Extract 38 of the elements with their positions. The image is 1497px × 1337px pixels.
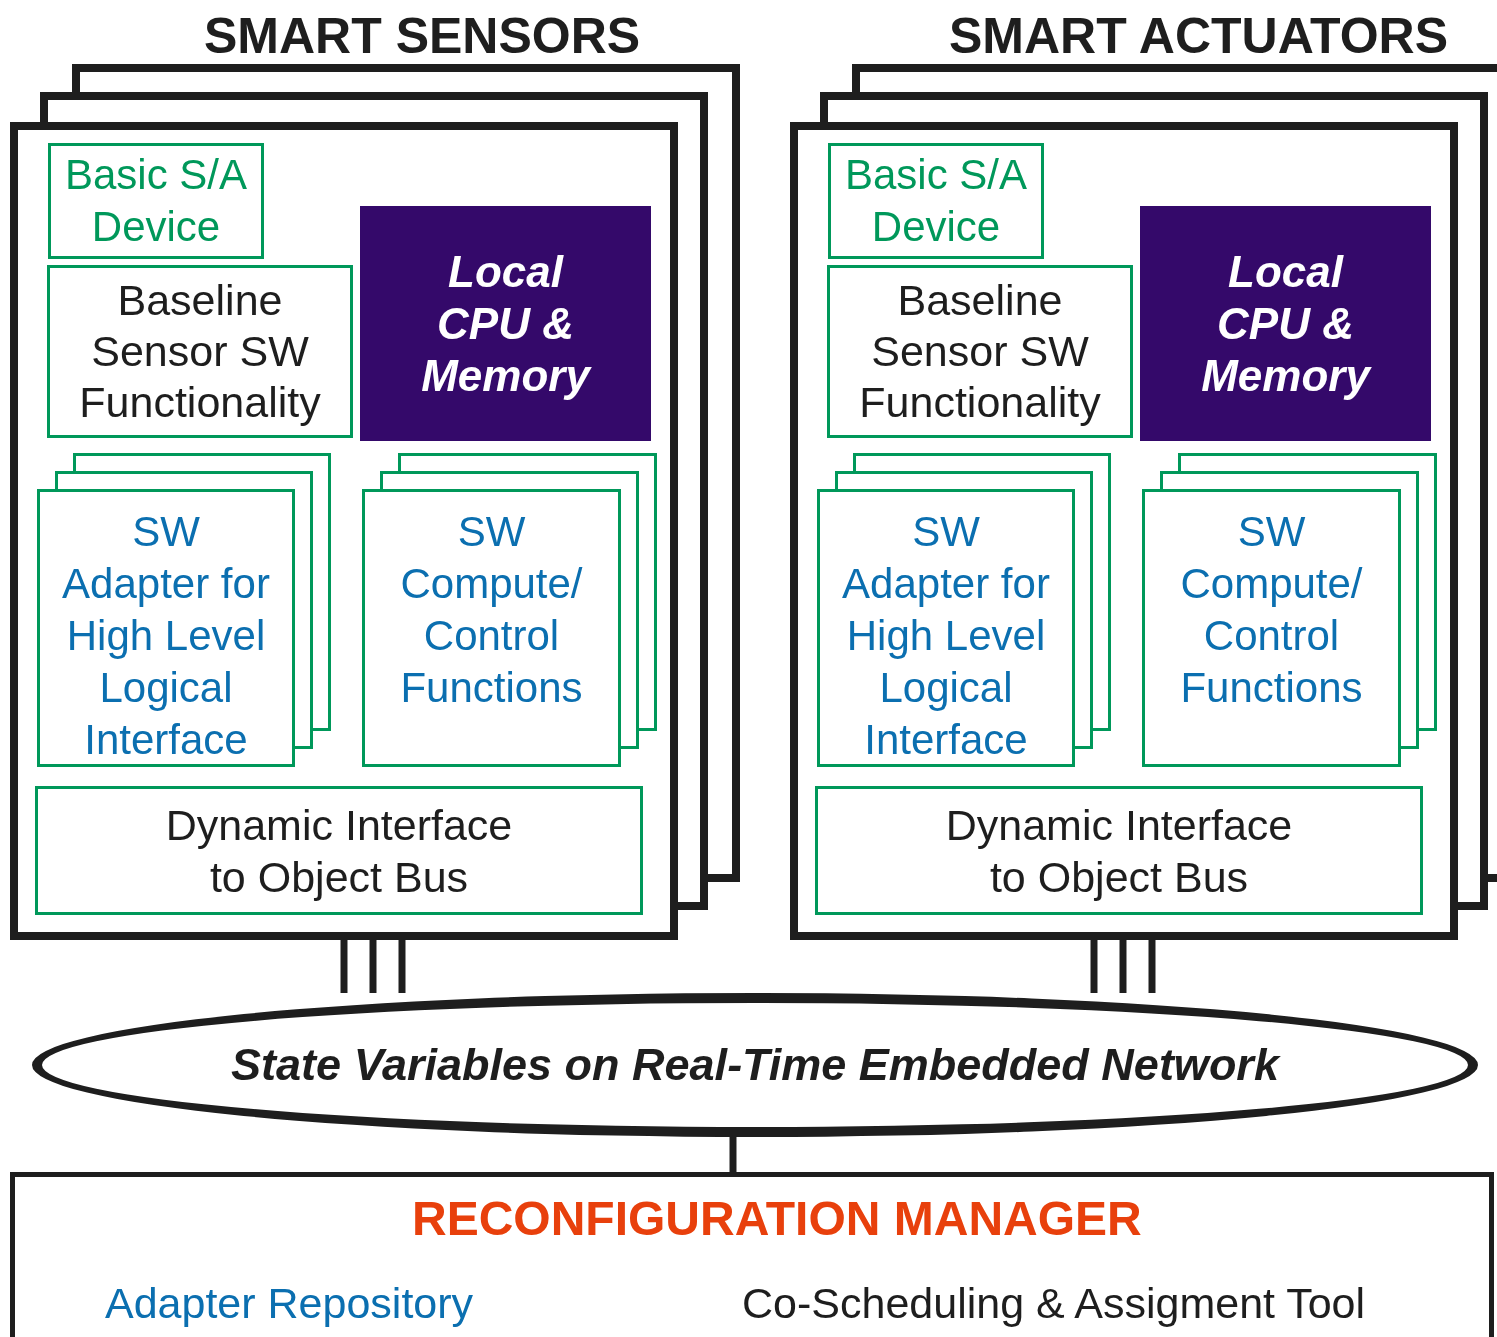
- connector-line: [398, 940, 406, 993]
- connector-line: [340, 940, 348, 993]
- section-heading: SMART ACTUATORS: [949, 8, 1449, 64]
- connector-line: [729, 1137, 737, 1172]
- tool-label: Co-Scheduling & Assigment Tool: [742, 1278, 1366, 1329]
- connector-line: [369, 940, 377, 993]
- box-label: Dynamic Interface to Object Bus: [944, 799, 1294, 903]
- component-box: [828, 143, 1044, 259]
- box-label: Dynamic Interface to Object Bus: [164, 799, 514, 903]
- box-label: SW Compute/ Control Functions: [1179, 507, 1364, 713]
- box-label: Baseline Sensor SW Functionality: [78, 275, 322, 428]
- box-label: Local CPU & Memory: [420, 245, 593, 402]
- box-label: Baseline Sensor SW Functionality: [858, 275, 1102, 428]
- component-box: [817, 489, 1075, 767]
- component-box: [827, 265, 1133, 438]
- box-label: SW Compute/ Control Functions: [399, 507, 584, 713]
- box-label: Local CPU & Memory: [1200, 245, 1373, 402]
- component-box: [47, 265, 353, 438]
- component-box: [1142, 489, 1401, 767]
- interface-box: [35, 786, 643, 915]
- box-label: Basic S/A Device: [63, 150, 249, 252]
- cpu-box: [1140, 206, 1431, 441]
- panel-heading: RECONFIGURATION MANAGER: [412, 1191, 1142, 1247]
- component-box: [48, 143, 264, 259]
- tool-label: Adapter Repository: [105, 1278, 474, 1329]
- box-label: SW Adapter for High Level Logical Interface: [61, 507, 271, 764]
- manager-panel: [10, 1172, 1494, 1337]
- connector-line: [1148, 940, 1156, 993]
- bus-label: State Variables on Real-Time Embedded Network: [231, 1038, 1279, 1093]
- component-box: [362, 489, 621, 767]
- interface-box: [815, 786, 1423, 915]
- component-box: [37, 489, 295, 767]
- connector-line: [1119, 940, 1127, 993]
- section-heading: SMART SENSORS: [204, 8, 641, 64]
- box-label: SW Adapter for High Level Logical Interface: [841, 507, 1051, 764]
- box-label: Basic S/A Device: [843, 150, 1029, 252]
- cpu-box: [360, 206, 651, 441]
- connector-line: [1090, 940, 1098, 993]
